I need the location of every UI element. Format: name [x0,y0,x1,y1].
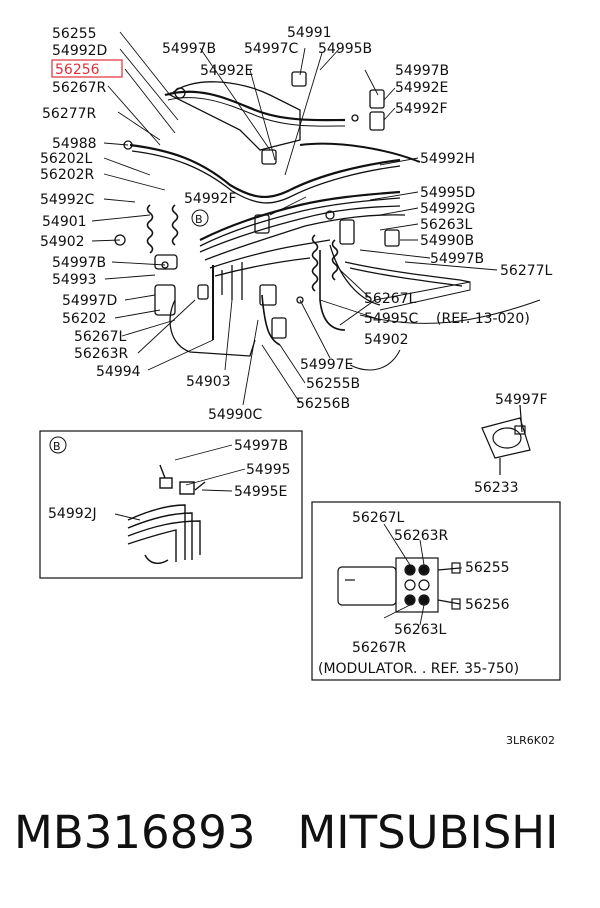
detail-label-54997B: 54997B [234,438,288,454]
mod-label-56256: 56256 [465,597,510,613]
label-54992H: 54992H [420,151,475,167]
label-54903: 54903 [186,374,231,390]
callout-b: B [195,213,203,226]
label-54993: 54993 [52,272,97,288]
label-54997B-right: 54997B [395,63,449,79]
detail-label-54992J: 54992J [48,506,97,522]
detail-b-box: B 54997B 54995 54995E 54992J [39,430,303,579]
drawing-code: 3LR6K02 [506,734,555,747]
label-54995D: 54995D [420,185,475,201]
label-54995B: 54995B [318,41,372,57]
label-56202L: 56202L [40,151,93,167]
label-54902: 54902 [40,234,85,250]
footer: MB316893 MITSUBISHI [14,806,558,859]
label-56263L: 56263L [420,217,473,233]
mod-label-56267L: 56267L [352,510,405,526]
label-54997B: 54997B [52,255,106,271]
label-54902-mid: 54902 [364,332,409,348]
label-54997D: 54997D [62,293,117,309]
label-54997B-top: 54997B [162,41,216,57]
mod-label-56263R: 56263R [394,528,449,544]
mod-label-ref: (MODULATOR. . REF. 35-750) [318,661,519,677]
callout-b-circle [191,209,209,227]
label-54990B: 54990B [420,233,474,249]
label-56263R: 56263R [74,346,129,362]
main-labels: 56255 54992D 56256 56267R 56277R 54988 5… [40,25,553,496]
label-56233: 56233 [474,480,519,496]
highlight-box [51,59,123,78]
component-56233 [481,404,531,475]
label-56277L: 56277L [500,263,553,279]
label-56255: 56255 [52,26,97,42]
label-54997B-lower: 54997B [430,251,484,267]
modulator-box: 56267L 56263R 56255 56256 56263L 56267R … [311,501,561,681]
label-56267R: 56267R [52,80,107,96]
label-56256B: 56256B [296,396,350,412]
label-54992E-right: 54992E [395,80,448,96]
part-number: MB316893 [14,806,256,859]
label-54901: 54901 [42,214,87,230]
label-56277R: 56277R [42,106,97,122]
label-56267L-mid: 56267L [364,291,417,307]
label-54997E: 54997E [300,357,353,373]
detail-label-54995E: 54995E [234,484,287,500]
detail-b-label: B [53,440,61,453]
label-54992D: 54992D [52,43,107,59]
label-54988: 54988 [52,136,97,152]
label-54997F: 54997F [495,392,548,408]
label-56202R: 56202R [40,167,95,183]
label-54995C: 54995C [364,311,419,327]
label-56202: 56202 [62,311,107,327]
label-56256: 56256 [55,62,100,78]
label-54992E: 54992E [200,63,253,79]
detail-label-54995: 54995 [246,462,291,478]
label-54994: 54994 [96,364,141,380]
label-56267L: 56267L [74,329,127,345]
leader-lines [91,31,498,406]
label-54990C: 54990C [208,407,263,423]
brake-line-assembly [114,71,541,371]
mod-label-56267R: 56267R [352,640,407,656]
label-54992F-mid: 54992F [184,191,237,207]
label-54992F: 54992F [395,101,448,117]
label-54992C: 54992C [40,192,95,208]
mod-label-56255: 56255 [465,560,510,576]
label-54997C: 54997C [244,41,299,57]
mod-label-56263L: 56263L [394,622,447,638]
label-54991: 54991 [287,25,332,41]
label-54992G: 54992G [420,201,475,217]
brand-name: MITSUBISHI [297,806,559,859]
label-ref-13-020: (REF. 13-020) [436,311,530,327]
label-56255B: 56255B [306,376,360,392]
